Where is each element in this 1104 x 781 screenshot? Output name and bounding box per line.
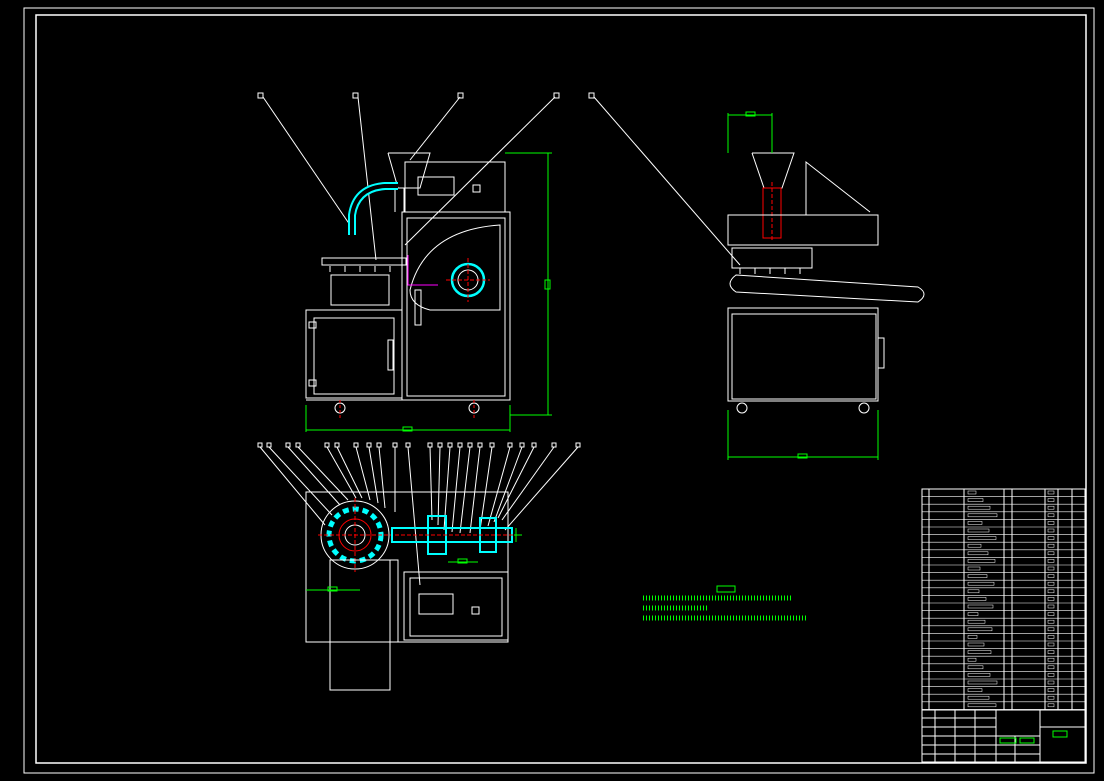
parts-row-text bbox=[967, 695, 990, 700]
side-view-leaders bbox=[588, 92, 741, 266]
parts-row-qty bbox=[1047, 597, 1055, 601]
parts-row-qty bbox=[1047, 574, 1055, 578]
parts-row-text bbox=[967, 566, 981, 571]
side-upper-body bbox=[727, 214, 879, 246]
parts-row-text bbox=[967, 657, 977, 662]
top-outline bbox=[305, 491, 509, 643]
parts-row-qty bbox=[1047, 673, 1055, 677]
side-view bbox=[588, 92, 925, 460]
side-conveyor bbox=[729, 274, 925, 303]
parts-row-qty bbox=[1047, 665, 1055, 670]
parts-row-qty bbox=[1047, 695, 1055, 700]
front-view bbox=[257, 92, 560, 432]
front-view-leaders bbox=[257, 92, 560, 261]
side-lower-cabinet bbox=[727, 307, 879, 402]
side-dimensions bbox=[727, 111, 879, 460]
parts-row-qty bbox=[1047, 642, 1055, 647]
parts-list-rows bbox=[922, 490, 1085, 710]
parts-row-text bbox=[967, 521, 983, 525]
parts-row-qty bbox=[1047, 566, 1055, 571]
parts-row-text bbox=[967, 559, 996, 563]
parts-row-qty bbox=[1047, 657, 1055, 662]
parts-row-qty bbox=[1047, 521, 1055, 525]
parts-row-text bbox=[967, 505, 991, 510]
parts-row-qty bbox=[1047, 688, 1055, 692]
left-cabinet bbox=[305, 309, 403, 399]
chute bbox=[329, 559, 391, 691]
technical-notes bbox=[643, 585, 807, 621]
parts-row-qty bbox=[1047, 528, 1055, 533]
top-view-leaders bbox=[257, 442, 581, 586]
parts-row-text bbox=[967, 589, 980, 594]
parts-row-text bbox=[967, 528, 990, 533]
front-dimensions bbox=[305, 152, 552, 432]
parts-row-qty bbox=[1047, 627, 1055, 632]
drawing-name-box bbox=[1052, 730, 1068, 738]
parts-row-text bbox=[967, 627, 993, 632]
parts-row-qty bbox=[1047, 543, 1055, 548]
parts-row-text bbox=[967, 597, 987, 601]
parts-row-text bbox=[967, 635, 978, 639]
top-view bbox=[257, 442, 581, 691]
parts-row-qty bbox=[1047, 612, 1055, 616]
parts-row-text bbox=[967, 619, 986, 624]
parts-row-text bbox=[967, 665, 984, 670]
parts-row-qty bbox=[1047, 505, 1055, 510]
parts-row-text bbox=[967, 642, 985, 647]
parts-row-text bbox=[967, 703, 997, 708]
parts-row-text bbox=[967, 650, 992, 654]
parts-row-qty bbox=[1047, 619, 1055, 624]
parts-row-qty bbox=[1047, 551, 1055, 556]
outer-frame bbox=[23, 7, 1095, 774]
parts-row-text bbox=[967, 688, 983, 692]
title-block bbox=[921, 709, 1086, 763]
feed-pipe bbox=[348, 182, 398, 235]
parts-row-text bbox=[967, 604, 994, 609]
parts-row-text bbox=[967, 551, 989, 556]
parts-row-text bbox=[967, 490, 977, 495]
parts-row-qty bbox=[1047, 680, 1055, 685]
parts-row-qty bbox=[1047, 650, 1055, 654]
parts-row-qty bbox=[1047, 581, 1055, 586]
parts-list bbox=[921, 488, 1086, 711]
parts-row-qty bbox=[1047, 589, 1055, 594]
top-control-box bbox=[403, 571, 509, 641]
parts-row-qty bbox=[1047, 703, 1055, 708]
parts-row-qty bbox=[1047, 604, 1055, 609]
parts-row-text bbox=[967, 574, 988, 578]
notes-heading-box bbox=[716, 585, 736, 593]
parts-row-text bbox=[967, 612, 979, 616]
main-body bbox=[401, 211, 511, 401]
inner-frame bbox=[35, 14, 1087, 764]
hopper bbox=[387, 152, 431, 189]
top-dimensions bbox=[306, 528, 522, 592]
parts-row-text bbox=[967, 680, 998, 685]
parts-row-text bbox=[967, 673, 991, 677]
parts-row-text bbox=[967, 581, 995, 586]
parts-row-qty bbox=[1047, 559, 1055, 563]
parts-row-qty bbox=[1047, 490, 1055, 495]
parts-row-qty bbox=[1047, 513, 1055, 518]
parts-row-qty bbox=[1047, 635, 1055, 639]
parts-row-text bbox=[967, 513, 998, 518]
casters bbox=[334, 402, 480, 414]
parts-row-text bbox=[967, 498, 984, 502]
parts-row-qty bbox=[1047, 498, 1055, 502]
conveyor-rail bbox=[321, 257, 407, 266]
parts-row-qty bbox=[1047, 536, 1055, 540]
side-hopper bbox=[751, 152, 795, 189]
parts-row-text bbox=[967, 536, 997, 540]
parts-row-text bbox=[967, 543, 982, 548]
